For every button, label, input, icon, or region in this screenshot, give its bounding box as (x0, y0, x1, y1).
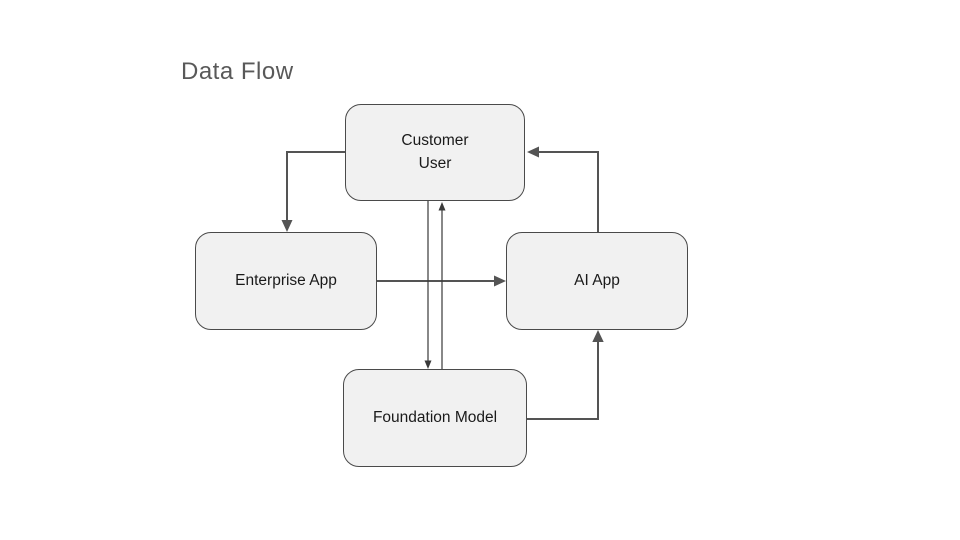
node-foundation-model: Foundation Model (343, 369, 527, 467)
edge-customer-to-foundation (424, 201, 432, 369)
node-customer-user: Customer User (345, 104, 525, 201)
diagram-title: Data Flow (181, 58, 294, 85)
node-ai-app: AI App (506, 232, 688, 330)
edge-foundation-to-customer (438, 202, 446, 369)
edge-enterprise-to-aiapp (377, 275, 506, 287)
node-label: Foundation Model (372, 408, 498, 426)
edge-aiapp-to-customer (527, 146, 599, 232)
node-label: User (418, 154, 452, 172)
node-label: Enterprise App (235, 271, 337, 289)
node-label: AI App (574, 271, 620, 289)
node-label: Customer (401, 132, 469, 150)
edge-foundation-to-aiapp (527, 330, 604, 420)
edge-customer-to-enterprise (281, 151, 345, 232)
node-enterprise-app: Enterprise App (195, 232, 377, 330)
